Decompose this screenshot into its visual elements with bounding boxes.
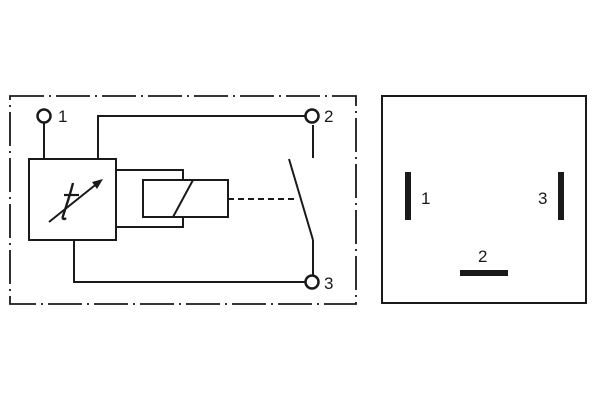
wire-bottom	[73, 240, 305, 283]
pin-2-label: 2	[478, 247, 487, 266]
terminal-3-label: 3	[324, 274, 333, 293]
pin-layout-frame	[381, 95, 587, 304]
terminal-1-label: 1	[58, 107, 67, 126]
terminal-2-label: 2	[324, 107, 333, 126]
coil-wire-bottom	[116, 217, 184, 228]
relay-coil-icon	[142, 179, 229, 218]
terminal-1-circle	[36, 108, 52, 124]
coil-wire-top	[116, 169, 184, 180]
pin-2-blade	[460, 270, 508, 276]
circuit-schematic	[9, 95, 357, 305]
pin-3-label: 3	[538, 189, 547, 208]
pin-1-label: 1	[421, 189, 430, 208]
pin-3-blade	[558, 172, 564, 220]
wire-top	[97, 115, 305, 159]
pin-1-blade	[405, 172, 411, 220]
variable-timer-icon	[48, 179, 103, 223]
switch-contact-icon	[288, 125, 314, 275]
terminal-2-circle	[304, 108, 320, 124]
terminal-3-circle	[304, 274, 320, 290]
pin-layout	[381, 95, 587, 304]
timer-module	[28, 158, 117, 241]
